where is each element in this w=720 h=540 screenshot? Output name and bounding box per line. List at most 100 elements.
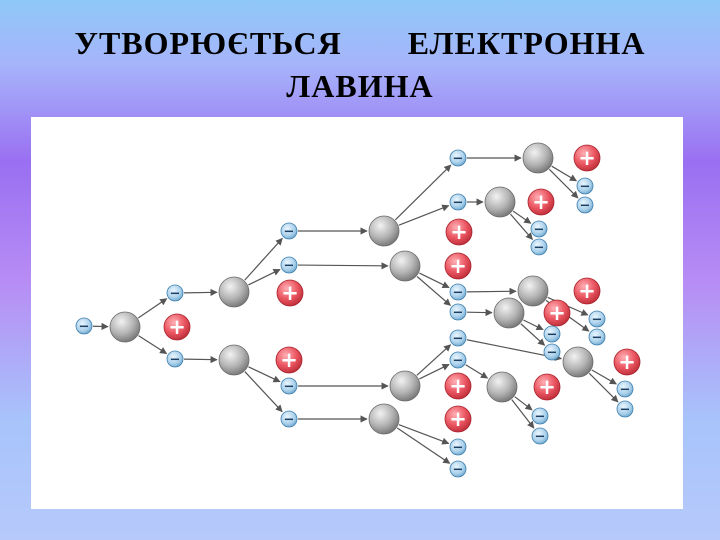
electron-minus-sign: − (534, 223, 545, 238)
electron-minus-sign: − (453, 196, 464, 211)
arrow-e1-to-A2 (183, 288, 218, 296)
electron-minus-sign: − (453, 441, 464, 456)
electron-minus-sign: − (170, 287, 181, 302)
neutral-atom-A4 (368, 215, 400, 247)
ion-plus-sign: + (548, 301, 566, 325)
electron-e13: − (449, 438, 467, 456)
arrow-A11-to-e22 (520, 323, 546, 346)
positive-ion-i9: + (527, 188, 555, 216)
arrow-A3-to-e5 (248, 366, 281, 383)
arrow-A2-to-e3 (244, 237, 283, 281)
electron-e18: − (530, 238, 548, 256)
arrow-e12-to-A13 (465, 364, 489, 379)
electron-minus-sign: − (453, 306, 464, 321)
positive-ion-i1: + (163, 313, 191, 341)
electron-e21: − (543, 325, 561, 343)
arrow-A4-to-e7 (394, 164, 452, 221)
positive-ion-i12: + (613, 348, 641, 376)
particles-layer: −−+−−−++−−−−++−−−−++−−+−−+−−++−−−−+−−+−− (75, 142, 641, 478)
electron-minus-sign: − (284, 380, 295, 395)
ion-plus-sign: + (449, 254, 467, 278)
electron-minus-sign: − (79, 320, 90, 335)
electron-e3: − (280, 222, 298, 240)
arrow-A12-to-e24 (588, 372, 619, 403)
ion-plus-sign: + (280, 348, 298, 372)
electron-minus-sign: − (284, 225, 295, 240)
electron-minus-sign: − (547, 328, 558, 343)
electron-minus-sign: − (620, 403, 631, 418)
electron-e22: − (543, 343, 561, 361)
neutral-atom-A12 (562, 346, 594, 378)
electron-minus-sign: − (534, 241, 545, 256)
title-word-2: ЕЛЕКТРОННА (407, 25, 646, 61)
electron-minus-sign: − (284, 413, 295, 428)
ion-plus-sign: + (281, 281, 299, 305)
electron-minus-sign: − (453, 354, 464, 369)
electron-e24: − (616, 400, 634, 418)
electron-e20: − (588, 328, 606, 346)
electron-e7: − (449, 149, 467, 167)
neutral-atom-A13 (486, 371, 518, 403)
arrow-A8-to-e15 (551, 165, 578, 182)
arrow-A8-to-e16 (548, 168, 579, 199)
positive-ion-i8: + (573, 144, 601, 172)
arrows-layer (92, 154, 619, 464)
electron-e26: − (531, 427, 549, 445)
electron-e19: − (588, 310, 606, 328)
neutral-atom-A8 (522, 142, 554, 174)
positive-ion-i11: + (543, 299, 571, 327)
electron-e4: − (280, 256, 298, 274)
arrow-A1-to-e2 (138, 335, 168, 355)
arrow-A6-to-e12 (419, 363, 450, 380)
electron-e1: − (166, 284, 184, 302)
positive-ion-i7: + (444, 405, 472, 433)
electron-e8: − (449, 193, 467, 211)
arrow-A11-to-e21 (523, 319, 544, 331)
arrow-e9-to-A10 (466, 287, 517, 295)
neutral-atom-A1 (109, 311, 141, 343)
electron-e15: − (576, 177, 594, 195)
electron-e11: − (449, 329, 467, 347)
electron-e5: − (280, 377, 298, 395)
arrow-A1-to-e1 (137, 298, 168, 319)
neutral-atom-A6 (389, 370, 421, 402)
ion-plus-sign: + (532, 190, 550, 214)
arrow-A12-to-e23 (591, 369, 617, 385)
electron-minus-sign: − (453, 332, 464, 347)
electron-minus-sign: − (620, 383, 631, 398)
positive-ion-i3: + (275, 346, 303, 374)
ion-plus-sign: + (618, 350, 636, 374)
positive-ion-i13: + (533, 373, 561, 401)
arrow-A5-to-e9 (419, 272, 450, 289)
positive-ion-i2: + (276, 279, 304, 307)
positive-ion-i10: + (573, 277, 601, 305)
electron-minus-sign: − (453, 152, 464, 167)
diagram-panel (31, 117, 683, 509)
neutral-atom-A10 (517, 275, 549, 307)
neutral-atom-A5 (389, 250, 421, 282)
ion-plus-sign: + (578, 279, 596, 303)
arrow-e2-to-A3 (183, 356, 218, 364)
arrow-A4-to-e8 (398, 204, 450, 226)
neutral-atom-A11 (493, 297, 525, 329)
arrow-A13-to-e25 (514, 396, 533, 411)
arrow-A7-to-e13 (398, 424, 450, 445)
arrow-A9-to-e18 (510, 213, 533, 240)
ion-plus-sign: + (449, 374, 467, 398)
ion-plus-sign: + (450, 220, 468, 244)
electron-minus-sign: − (592, 313, 603, 328)
neutral-atom-A9 (484, 186, 516, 218)
slide-title: УТВОРЮЄТЬСЯ ЕЛЕКТРОННА ЛАВИНА (0, 22, 720, 108)
electron-minus-sign: − (284, 259, 295, 274)
ion-plus-sign: + (449, 407, 467, 431)
electron-minus-sign: − (453, 463, 464, 478)
neutral-atom-A2 (218, 276, 250, 308)
electron-minus-sign: − (535, 410, 546, 425)
electron-minus-sign: − (453, 286, 464, 301)
electron-e17: − (530, 220, 548, 238)
arrow-e4-to-A5 (297, 262, 389, 270)
electron-e14: − (449, 460, 467, 478)
arrow-A5-to-e10 (416, 276, 451, 306)
title-word-1: УТВОРЮЄТЬСЯ (74, 25, 342, 61)
title-word-3: ЛАВИНА (286, 68, 434, 104)
